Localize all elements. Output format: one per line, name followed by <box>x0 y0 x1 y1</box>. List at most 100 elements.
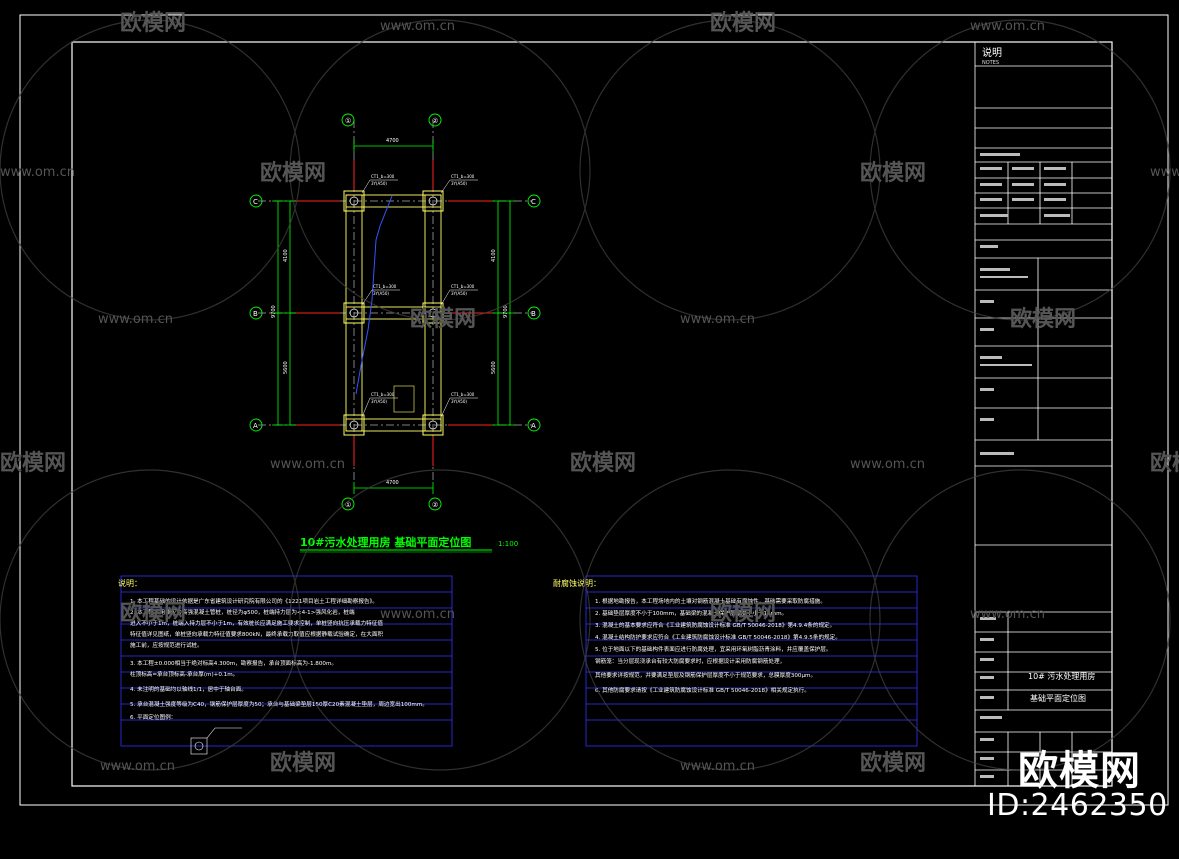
column-label-c2: CT1_b=300 <box>451 174 475 179</box>
dim-right-total: 9700 <box>503 305 509 318</box>
dim-left-lower: 5600 <box>283 361 289 374</box>
column-label-b1-sub: 3Y(A50) <box>373 291 389 296</box>
notes-right-lines: 1. 根据地勘报告，本工程场地内的土壤对钢筋混凝土基础有腐蚀性，基础需要采取防腐… <box>595 597 841 694</box>
title-block-heading-en: NOTES <box>982 60 999 66</box>
watermark-brand-1: 欧模网 <box>120 10 186 36</box>
grid-label-bottom-2: ② <box>432 501 438 509</box>
dim-right-lower: 5600 <box>491 361 497 374</box>
watermark-id: ID:2462350 <box>987 788 1168 823</box>
notes-left-lines: 1. 本工程基础的设计依据是广东省建筑设计研究院有限公司的《1221项目岩土工程… <box>130 597 428 721</box>
dim-left-total: 9700 <box>271 305 277 318</box>
column-label-b2: CT1_b=300 <box>451 284 475 289</box>
title-block-fine-text <box>980 153 1070 778</box>
grid-label-bottom-1: ① <box>345 501 351 509</box>
dim-bottom: 4700 <box>386 480 399 486</box>
watermark-domain-2: www.om.cn <box>970 19 1045 34</box>
title-block-heading: 说明 <box>982 46 1002 59</box>
notes-right-header: 耐腐蚀说明： <box>553 578 601 588</box>
notes-left-line-4: 特征值详见图纸，单桩竖向承载力特征值要求800kN，最终承载力取值应根据静载试验… <box>130 630 383 638</box>
notes-right-table <box>585 575 918 747</box>
notes-left-line-6: 3. 本工程±0.000相当于绝对标高4.300m，勘察报告，承台顶面标高为-1… <box>130 659 337 667</box>
outer-frame <box>19 14 1169 806</box>
watermark-logo-large: 欧模网 <box>1018 748 1141 794</box>
notes-right-line-7: 其他要求详按规范，并要满足垫层及钢筋保护层厚度不小于规范要求，总膜厚度300μm… <box>595 671 816 679</box>
watermark-brand-10: 欧模网 <box>120 600 186 626</box>
watermark-brand-3: 欧模网 <box>260 160 326 186</box>
title-block <box>974 41 1113 787</box>
dim-top: 4700 <box>386 138 399 144</box>
grid-bubbles <box>249 113 541 511</box>
notes-right-line-4: 4. 混凝土结构防护要求应符合《工业建筑防腐蚀设计标准 GB/T 50046-2… <box>595 633 841 641</box>
grid-label-right-b: B <box>531 310 536 318</box>
notes-right-line-3: 3. 混凝土的基本要求应符合《工业建筑防腐蚀设计标准 GB/T 50046-20… <box>595 621 835 629</box>
watermark-brand-2: 欧模网 <box>710 10 776 36</box>
watermark-domain-4: www.om.cn <box>1150 165 1179 180</box>
notes-left-line-8: 4. 未注明的基础均以轴线1/1，居中于轴台面。 <box>130 685 247 693</box>
watermark-domain: www.om.cn www.om.cn www.om.cn www.om.cn … <box>0 19 1179 774</box>
watermark-brand-4: 欧模网 <box>860 160 926 186</box>
title-block-drawing-name: 基础平面定位图 <box>1030 693 1086 703</box>
notes-left-line-7: 柱顶标高=承台顶标高-承台厚(m)+0.1m。 <box>130 670 238 678</box>
watermark-domain-12: www.om.cn <box>680 759 755 774</box>
pile-circles <box>349 196 438 430</box>
column-label-c1-sub: 3Y(A50) <box>371 181 387 186</box>
watermark-arcs <box>0 19 1171 771</box>
title-block-project-name: 10# 污水处理用房 <box>1028 671 1095 681</box>
notes-right-line-8: 6. 其他防腐要求请按《工业建筑防腐蚀设计标准 GB/T 50046-2018》… <box>595 686 810 694</box>
foundation-beams <box>345 194 442 432</box>
column-leaders <box>361 179 478 418</box>
watermark-brand-13: 欧模网 <box>860 750 926 776</box>
notes-right-line-5: 5. 位于地面以下的基础构件表面应进行防腐处理，宜采用环氧树脂沥青涂料，并应覆盖… <box>595 645 831 653</box>
column-label-a1: CT1_b=300 <box>371 392 395 397</box>
column-label-a1-sub: 3Y(A50) <box>371 399 387 404</box>
grid-label-left-a: A <box>253 422 258 430</box>
watermark-domain-3: www.om.cn <box>0 165 75 180</box>
annotation-box <box>393 385 415 413</box>
dim-left-upper: 4100 <box>283 249 289 262</box>
notes-left-table <box>120 575 453 747</box>
grid-label-right-a: A <box>531 422 536 430</box>
watermark-brand-7: 欧模网 <box>0 450 66 476</box>
watermark-brand-5: 欧模网 <box>410 306 476 332</box>
watermark-brand-9: 欧模网 <box>1150 450 1179 476</box>
notes-right-line-1: 1. 根据地勘报告，本工程场地内的土壤对钢筋混凝土基础有腐蚀性，基础需要采取防腐… <box>595 597 826 605</box>
notes-left-line-1: 1. 本工程基础的设计依据是广东省建筑设计研究院有限公司的《1221项目岩土工程… <box>130 597 378 605</box>
column-label-b1: CT1_b=300 <box>373 284 397 289</box>
notes-left-line-5: 施工前，应按规范进行试桩。 <box>130 641 203 649</box>
plan-scale: 1:100 <box>498 540 518 548</box>
watermark-brand-11: 欧模网 <box>710 600 776 626</box>
watermark-domain-6: www.om.cn <box>680 312 755 327</box>
pile-caps <box>343 190 444 436</box>
watermark-domain-9: www.om.cn <box>380 607 455 622</box>
watermark-domain-5: www.om.cn <box>98 312 173 327</box>
blue-pipe-line <box>355 195 393 395</box>
watermark-brand-8: 欧模网 <box>570 450 636 476</box>
notes-left-line-10: 6. 平面定位图例： <box>130 713 176 721</box>
notes-left-header: 说明： <box>118 578 142 588</box>
grid-label-left-c: C <box>253 198 258 206</box>
column-label-a2: CT1_b=300 <box>451 392 475 397</box>
watermark-domain-10: www.om.cn <box>970 607 1045 622</box>
grid-label-top-2: ② <box>432 117 438 125</box>
watermark-brand-6: 欧模网 <box>1010 306 1076 332</box>
watermark-domain-11: www.om.cn <box>100 759 175 774</box>
dimension-lines <box>272 140 516 494</box>
watermark-domain-8: www.om.cn <box>850 457 925 472</box>
legend-symbol <box>190 727 242 755</box>
column-label-a2-sub: 3Y(A50) <box>451 399 467 404</box>
watermark-text: 欧模网 欧模网 欧模网 欧模网 欧模网 欧模网 欧模网 欧模网 欧模网 欧模网 … <box>0 10 1179 776</box>
column-label-c2-sub: 3Y(A50) <box>451 181 467 186</box>
dim-right-upper: 4100 <box>491 249 497 262</box>
notes-left-line-2: 2. 本工程采用预应力高强混凝土管桩，桩径为φ500，桩端持力层为<4-1>强风… <box>130 608 355 616</box>
notes-left-line-9: 5. 承台混凝土强度等级为C40，钢筋保护层厚度为50；承台与基础梁垫层150厚… <box>130 700 428 708</box>
notes-right-line-6: 钢筋笼：当分层现浇承台有较大防腐要求时，应根据设计采用防腐钢筋处理， <box>595 657 785 665</box>
watermark-domain-7: www.om.cn <box>270 457 345 472</box>
watermark-brand-12: 欧模网 <box>270 750 336 776</box>
column-label-c1: CT1_b=300 <box>371 174 395 179</box>
notes-left-line-3: 进入不小于1m，桩端入持力层不小于1m，有效桩长应满足施工要求控制，单桩竖向抗压… <box>130 619 383 627</box>
grid-label-top-1: ① <box>345 117 351 125</box>
watermark-domain-1: www.om.cn <box>380 19 455 34</box>
grid-label-left-b: B <box>253 310 258 318</box>
plan-title: 10#污水处理用房 基础平面定位图 <box>300 535 471 549</box>
